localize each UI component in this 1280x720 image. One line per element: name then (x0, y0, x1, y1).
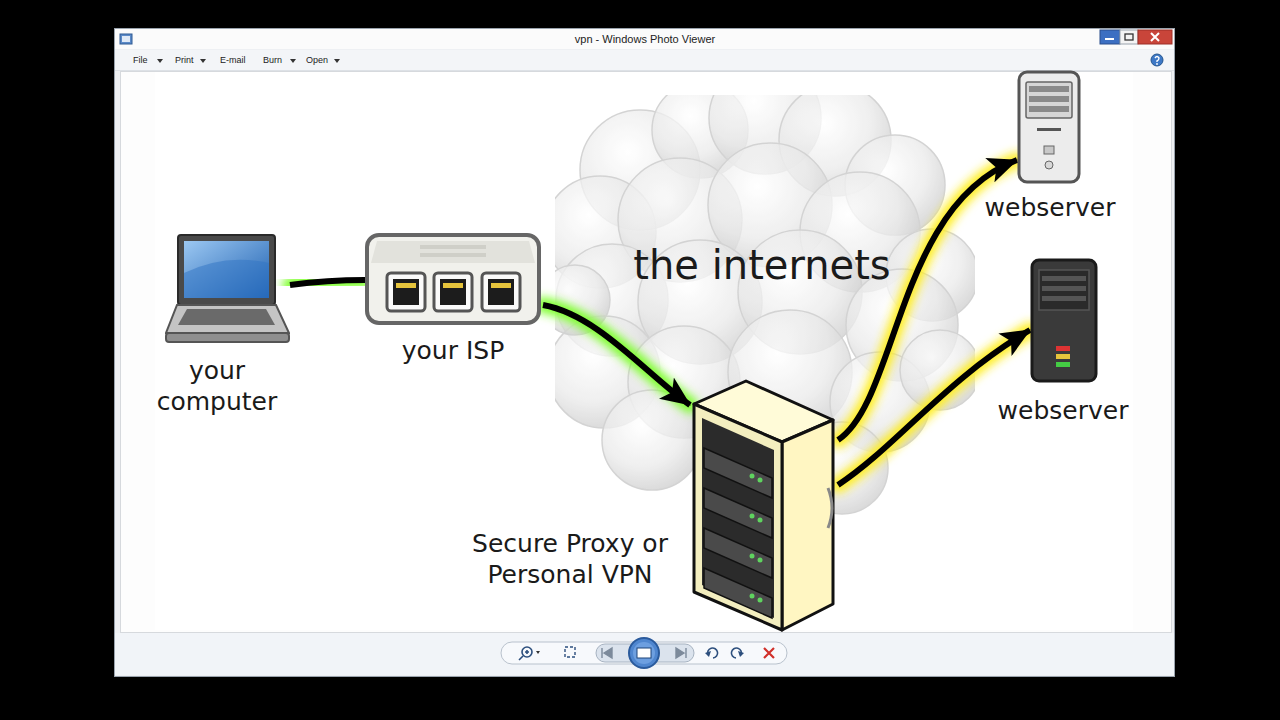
device-label: webserver (975, 192, 1125, 223)
menu-item: Print (175, 55, 194, 65)
menu-item: Open (306, 55, 328, 65)
menu-item: E-mail (220, 55, 246, 65)
cloud-label: the internets (632, 240, 892, 290)
laptop-icon (165, 233, 290, 345)
device-node: your ISP (365, 233, 543, 328)
server-tower-icon (1017, 70, 1082, 185)
device-label: webserver (988, 395, 1138, 426)
device-node: webserver (1017, 70, 1082, 185)
server-tower-icon (1030, 258, 1099, 384)
device-label: your ISP (353, 335, 553, 366)
server-rack-icon (690, 378, 838, 634)
window-title: vpn - Windows Photo Viewer (545, 33, 745, 45)
connector-arrow (290, 280, 365, 285)
device-label: your computer (137, 355, 297, 418)
device-label: Secure Proxy or Personal VPN (454, 528, 686, 591)
menu-item: Burn (263, 55, 282, 65)
device-node: webserver (1030, 258, 1099, 384)
device-node: your computer (165, 233, 290, 345)
connector-line (290, 280, 365, 285)
device-node: Secure Proxy or Personal VPN (690, 378, 838, 634)
connector-glow (290, 280, 365, 285)
router-icon (365, 233, 543, 328)
menu-item: File (133, 55, 148, 65)
